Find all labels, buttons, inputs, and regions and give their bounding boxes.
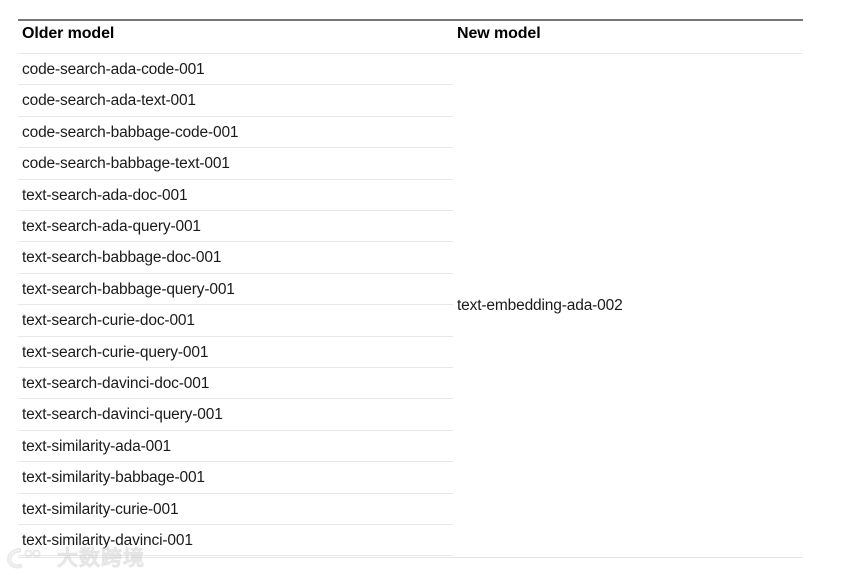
row-divider (18, 147, 453, 149)
table-row: text-similarity-ada-001 (18, 431, 803, 463)
new-model-value: text-embedding-ada-002 (457, 296, 623, 314)
row-divider (18, 523, 453, 525)
older-model-cell: code-search-ada-code-001 (22, 61, 205, 78)
older-model-cell: text-search-davinci-query-001 (22, 406, 223, 424)
table-bottom-border (18, 557, 803, 558)
row-divider (18, 492, 453, 494)
row-divider (18, 209, 453, 211)
row-divider (18, 335, 453, 337)
table-row: code-search-babbage-code-001 (18, 117, 803, 149)
table-row: text-search-babbage-doc-001 (18, 242, 803, 274)
older-model-cell: code-search-babbage-text-001 (22, 155, 230, 173)
table-row: code-search-ada-code-001 (18, 54, 803, 86)
new-model-merged-cell: text-embedding-ada-002 (457, 54, 803, 557)
table-row: text-search-ada-query-001 (18, 211, 803, 243)
older-model-cell: text-search-ada-query-001 (22, 218, 201, 235)
row-divider (18, 461, 453, 463)
row-divider (18, 398, 453, 400)
table-body: code-search-ada-code-001 code-search-ada… (18, 54, 803, 557)
table-row: text-search-babbage-query-001 (18, 274, 803, 306)
row-divider (18, 115, 453, 117)
table-row: text-search-curie-doc-001 (18, 305, 803, 337)
table-row: code-search-babbage-text-001 (18, 148, 803, 180)
older-model-cell: text-search-babbage-doc-001 (22, 249, 222, 267)
table-row: text-search-curie-query-001 (18, 337, 803, 368)
table-row: text-search-davinci-doc-001 (18, 368, 803, 400)
older-model-cell: text-similarity-babbage-001 (22, 469, 205, 487)
older-model-cell: text-search-babbage-query-001 (22, 280, 235, 298)
column-header-new-model: New model (457, 25, 541, 42)
older-model-cell: text-search-davinci-doc-001 (22, 375, 210, 392)
table-top-border (18, 19, 803, 21)
table-row: text-search-ada-doc-001 (18, 180, 803, 211)
older-model-cell: text-search-ada-doc-001 (22, 186, 188, 204)
older-model-cell: text-search-curie-doc-001 (22, 312, 195, 330)
row-divider (18, 555, 453, 557)
older-model-cell: text-search-curie-query-001 (22, 343, 209, 361)
older-model-cell: code-search-ada-text-001 (22, 92, 196, 110)
older-model-cell: code-search-babbage-code-001 (22, 123, 239, 141)
table-row: text-similarity-curie-001 (18, 494, 803, 525)
row-divider (18, 429, 453, 431)
row-divider (18, 272, 453, 274)
column-header-older-model: Older model (22, 25, 115, 42)
table-header-underline (18, 53, 803, 54)
older-model-cell: text-similarity-davinci-001 (22, 532, 193, 549)
older-model-cell: text-similarity-ada-001 (22, 437, 172, 455)
table-row: code-search-ada-text-001 (18, 85, 803, 117)
row-divider (18, 178, 453, 180)
row-divider (18, 84, 453, 86)
older-model-cell: text-similarity-curie-001 (22, 500, 179, 518)
table-row: text-similarity-davinci-001 (18, 525, 803, 557)
table-row: text-search-davinci-query-001 (18, 399, 803, 431)
row-divider (18, 366, 453, 368)
row-divider (18, 241, 453, 243)
table-row: text-similarity-babbage-001 (18, 462, 803, 494)
row-divider (18, 304, 453, 306)
table-header-row: Older model New model (18, 21, 803, 54)
